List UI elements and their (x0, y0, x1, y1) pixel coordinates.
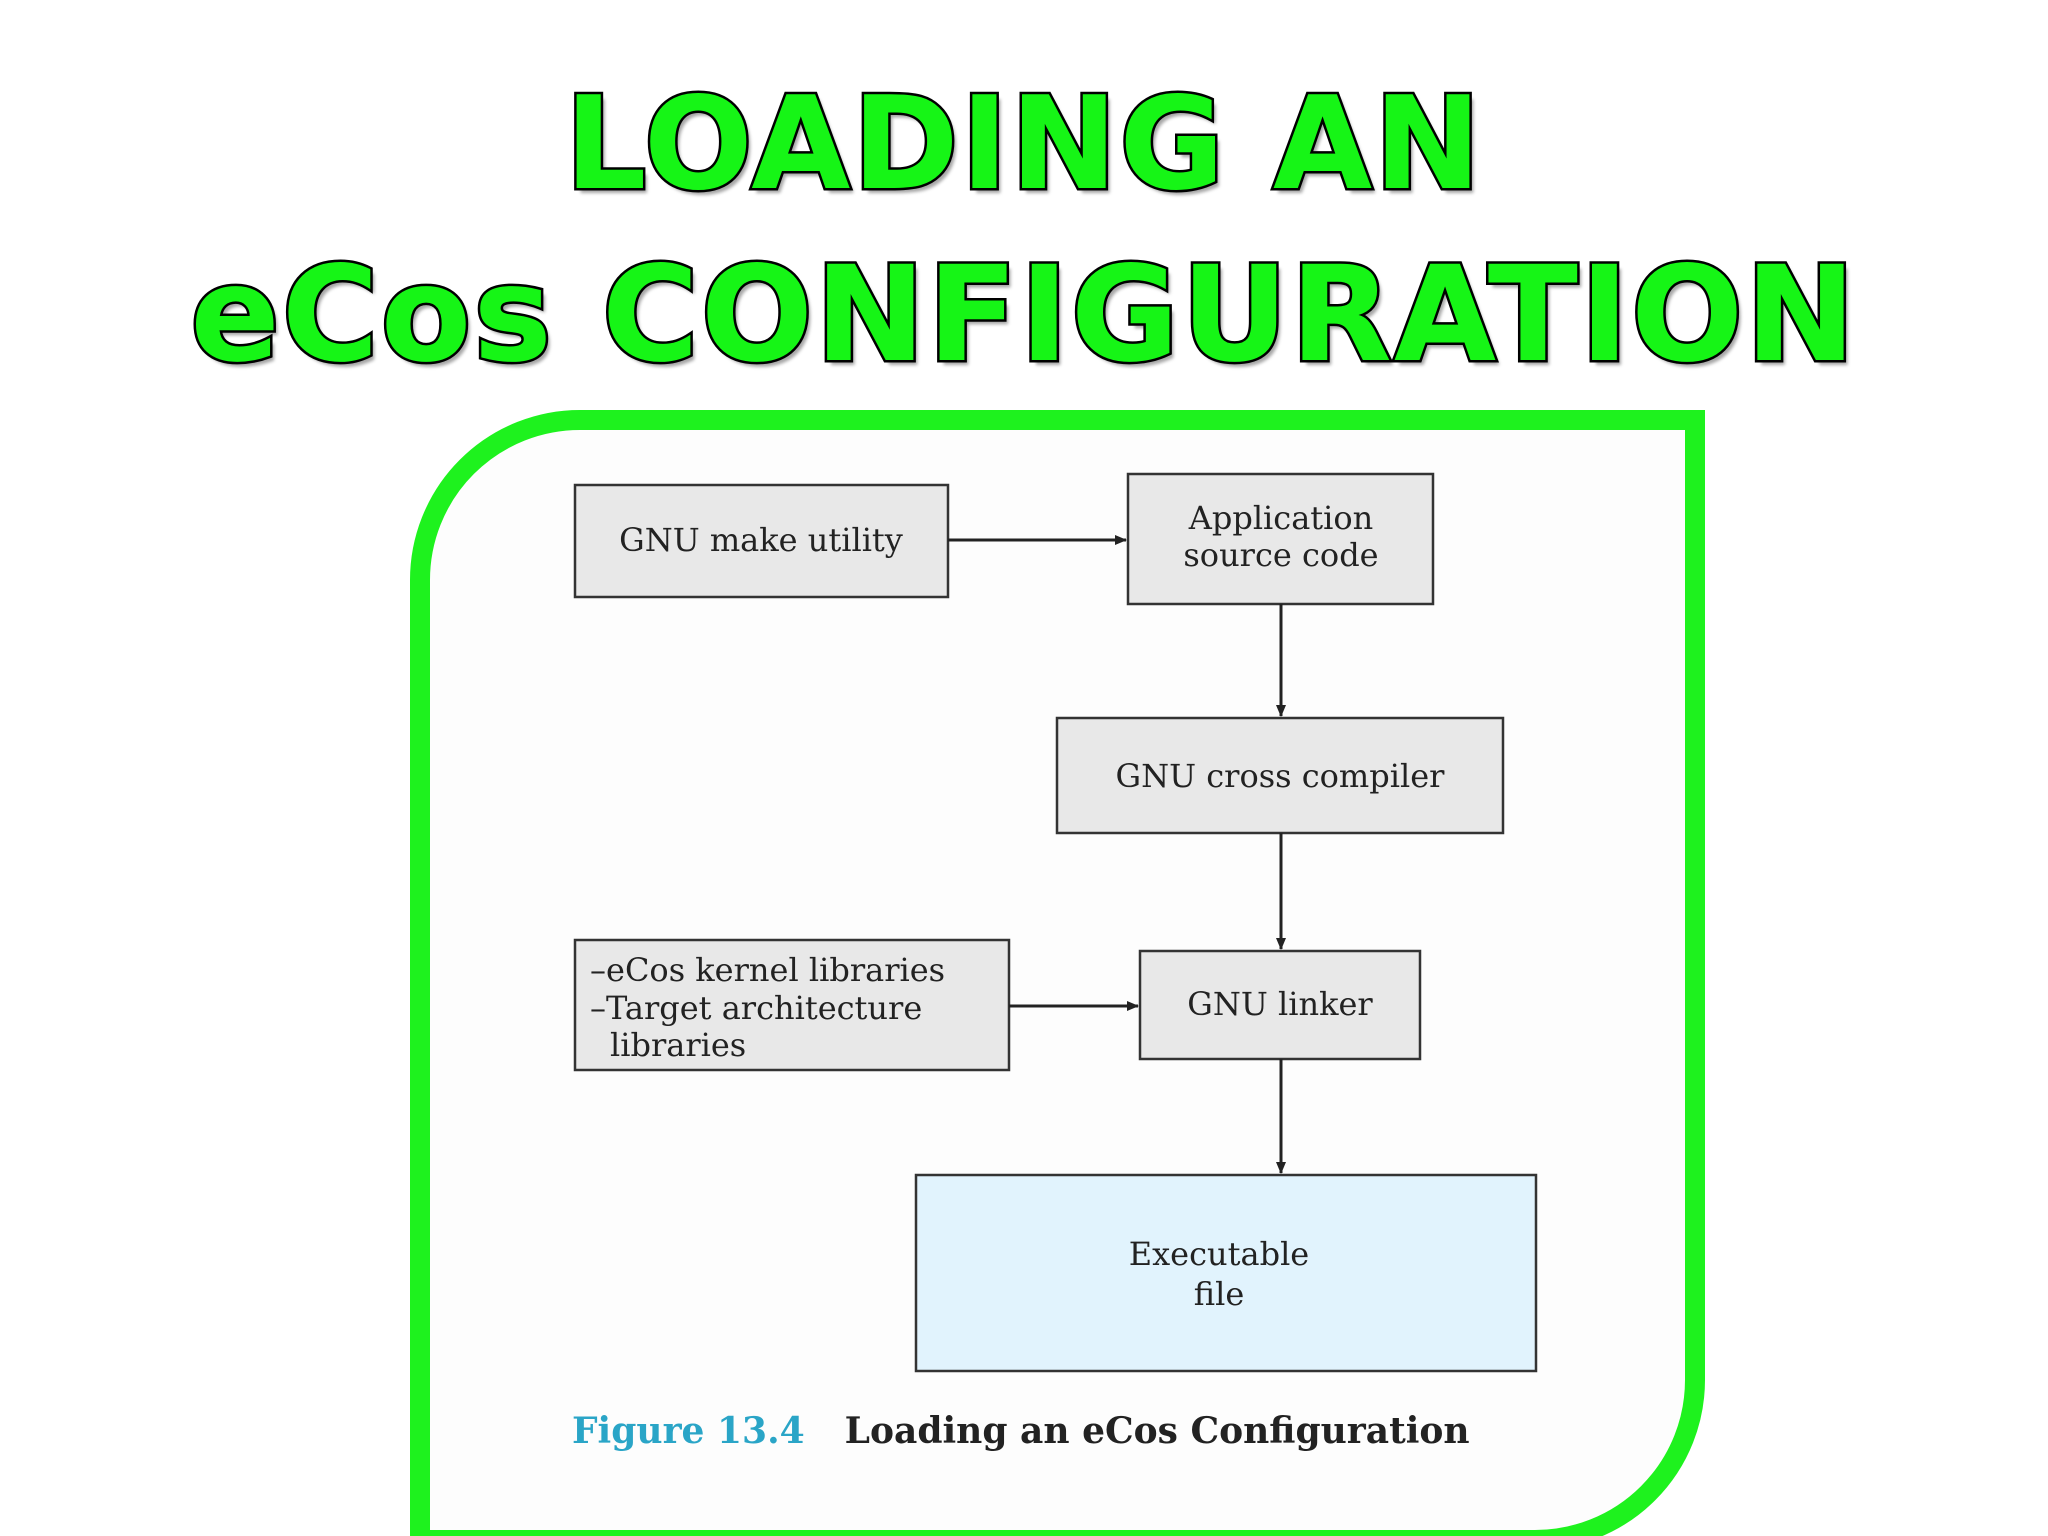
node-application-label-line2: source code (1183, 536, 1378, 574)
node-gnu-linker: GNU linker (1138, 949, 1422, 1061)
node-libraries-line1: –eCos kernel libraries (590, 951, 945, 989)
node-executable-line2: file (1194, 1275, 1245, 1313)
node-executable-file: Executable file (914, 1173, 1538, 1373)
node-libraries-line2: –Target architecture (590, 989, 922, 1027)
node-executable-line1: Executable (1129, 1235, 1309, 1273)
figure-caption: Figure 13.4 Loading an eCos Configuration (572, 1410, 1470, 1452)
title-line-1: LOADING AN (562, 68, 1484, 222)
node-gnu-make-utility: GNU make utility (573, 483, 950, 599)
node-libraries-line3: libraries (610, 1026, 746, 1064)
node-gnu-cross-compiler-label: GNU cross compiler (1116, 757, 1446, 795)
figure-number: Figure 13.4 (572, 1410, 805, 1452)
node-application-label-line1: Application (1188, 499, 1374, 537)
node-gnu-cross-compiler: GNU cross compiler (1055, 716, 1505, 835)
node-gnu-make-utility-label: GNU make utility (619, 521, 903, 559)
figure-caption-text: Loading an eCos Configuration (844, 1410, 1470, 1452)
node-libraries: –eCos kernel libraries –Target architect… (573, 938, 1011, 1072)
title-line-2: eCos CONFIGURATION (188, 236, 1858, 395)
node-gnu-linker-label: GNU linker (1187, 985, 1373, 1023)
node-application-source-code: Application source code (1126, 472, 1435, 606)
